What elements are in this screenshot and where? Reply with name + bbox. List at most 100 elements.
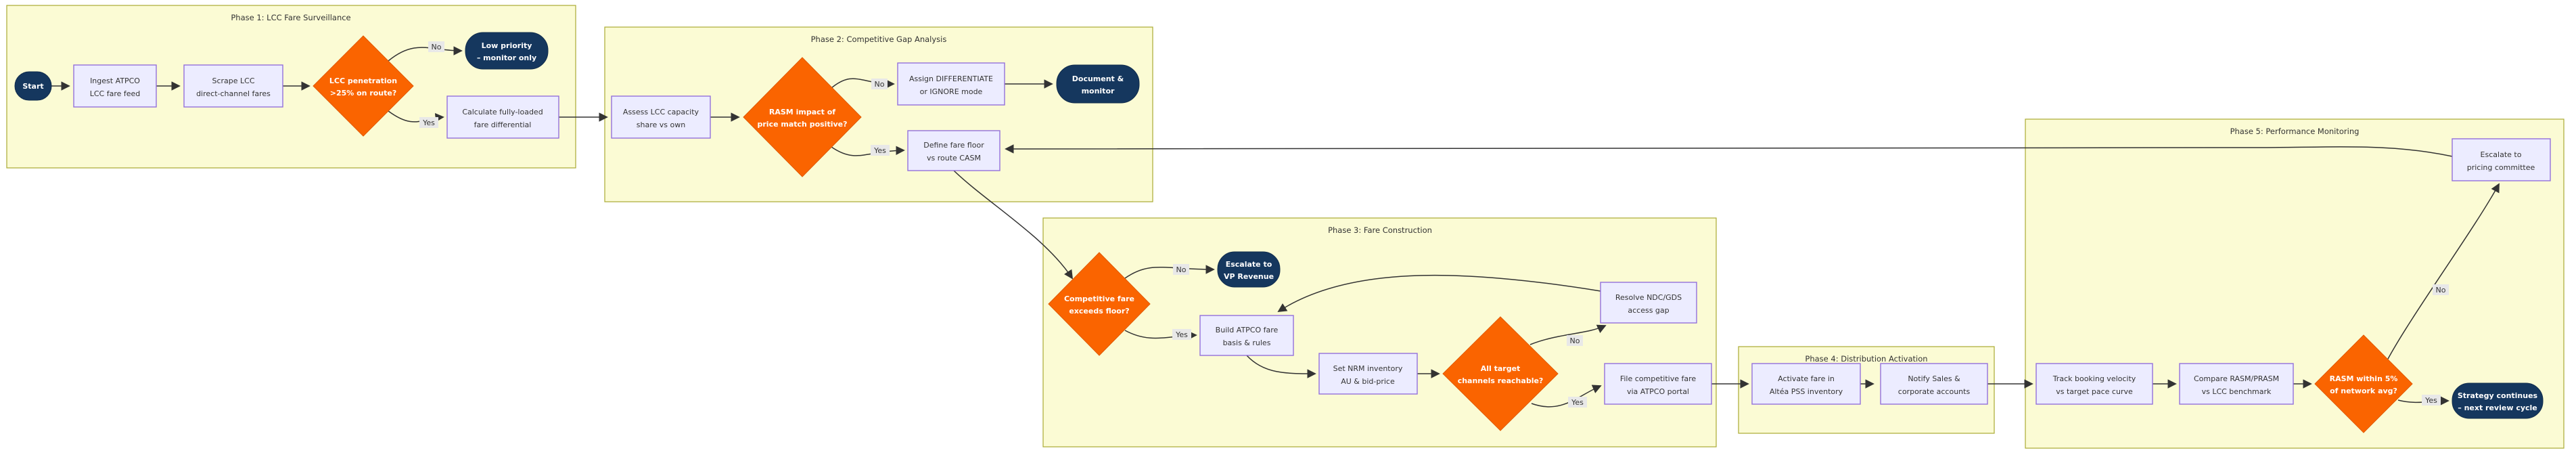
track-velocity-line1: Track booking velocity — [2052, 374, 2136, 383]
scrape-fares-shape — [183, 64, 283, 108]
ingest-feed-line1: Ingest ATPCO — [90, 76, 140, 85]
assign-mode-line2: or IGNORE mode — [920, 87, 983, 96]
escalate-vp-line1: Escalate to — [1226, 260, 1272, 269]
ingest-feed-shape — [73, 64, 157, 108]
strategy-continues-shape — [2452, 383, 2544, 419]
strategy-continues-line2: – next review cycle — [2458, 403, 2537, 412]
node-start: Start — [14, 71, 52, 101]
label-bg — [1567, 335, 1583, 346]
escalate-vp-shape — [1217, 251, 1281, 288]
label-exceeds-yes: Yes — [1172, 329, 1191, 340]
assess-capacity-shape — [611, 95, 711, 139]
node-assign-mode: Assign DIFFERENTIATE or IGNORE mode — [897, 62, 1005, 106]
escalate-committee-line1: Escalate to — [2481, 150, 2522, 159]
node-set-nrm: Set NRM inventory AU & bid-price — [1318, 353, 1418, 395]
label-bg — [1173, 264, 1189, 275]
node-low-priority: Low priority – monitor only — [465, 32, 549, 70]
node-scrape-fares: Scrape LCC direct-channel fares — [183, 64, 283, 108]
node-file-fare: File competitive fare via ATPCO portal — [1604, 363, 1712, 405]
activate-fare-line2: Altéa PSS inventory — [1770, 387, 1843, 396]
node-channels-reachable: All target channels reachable? — [1442, 316, 1559, 431]
compare-rasm-shape — [2179, 363, 2294, 405]
escalate-committee-line2: pricing committee — [2467, 163, 2535, 172]
build-fare-line1: Build ATPCO fare — [1216, 326, 1279, 334]
label-channels-yes: Yes — [1568, 397, 1587, 408]
label-exceeds-no: No — [1173, 264, 1189, 275]
rasm-within-shape — [2314, 334, 2413, 433]
notify-sales-line2: corporate accounts — [1898, 387, 1971, 396]
exceeds-floor-line1: Competitive fare — [1064, 294, 1134, 303]
rasm-impact-line2: price match positive? — [758, 120, 848, 129]
channels-reachable-line2: channels reachable? — [1458, 376, 1544, 385]
label-penetration-no: No — [428, 41, 444, 52]
node-track-velocity: Track booking velocity vs target pace cu… — [2036, 363, 2153, 405]
label-rasmimpact-no: No — [871, 79, 888, 89]
phase-container-3: Phase 3: Fare Construction — [1042, 217, 1717, 447]
resolve-ndc-line2: access gap — [1628, 306, 1669, 315]
rasm-within-line1: RASM within 5% — [2330, 374, 2398, 383]
label-text-no: No — [875, 80, 885, 89]
start-label: Start — [22, 82, 43, 91]
assess-capacity-line2: share vs own — [637, 121, 685, 129]
label-text-no: No — [1176, 265, 1187, 274]
channels-reachable-line1: All target — [1481, 364, 1521, 373]
node-activate-fare: Activate fare in Altéa PSS inventory — [1751, 363, 1861, 405]
exceeds-floor-shape — [1048, 252, 1151, 356]
calc-differential-shape — [446, 95, 559, 139]
channels-reachable-shape — [1442, 316, 1559, 431]
node-calc-differential: Calculate fully-loaded fare differential — [446, 95, 559, 139]
label-bg — [871, 79, 888, 89]
phase-3-box — [1042, 217, 1717, 447]
node-compare-rasm: Compare RASM/PRASM vs LCC benchmark — [2179, 363, 2294, 405]
label-bg — [428, 41, 444, 52]
label-rasmwithin-yes: Yes — [2422, 395, 2441, 406]
track-velocity-shape — [2036, 363, 2153, 405]
node-resolve-ndc: Resolve NDC/GDS access gap — [1600, 282, 1697, 324]
phase-3-title: Phase 3: Fare Construction — [1328, 225, 1432, 235]
label-bg — [2433, 284, 2449, 295]
edge-labels: No Yes No Yes No Yes No Yes — [419, 41, 2449, 408]
label-text-yes: Yes — [422, 118, 435, 127]
escalate-vp-line2: VP Revenue — [1224, 272, 1274, 281]
node-rasm-within: RASM within 5% of network avg? — [2314, 334, 2413, 433]
define-floor-shape — [907, 130, 1001, 171]
label-text-yes: Yes — [1571, 398, 1584, 407]
low-priority-shape — [465, 32, 549, 70]
label-bg — [871, 145, 890, 156]
set-nrm-line2: AU & bid-price — [1341, 377, 1395, 386]
edge-exceeds-no — [1124, 265, 1215, 279]
node-ingest-feed: Ingest ATPCO LCC fare feed — [73, 64, 157, 108]
label-text-no: No — [2436, 286, 2446, 294]
label-rasmimpact-yes: Yes — [871, 145, 890, 156]
document-monitor-shape — [1056, 64, 1140, 104]
label-text-yes: Yes — [873, 146, 886, 155]
node-exceeds-floor: Competitive fare exceeds floor? — [1048, 252, 1151, 356]
ingest-feed-line2: LCC fare feed — [90, 89, 141, 98]
low-priority-line2: – monitor only — [477, 53, 536, 62]
build-fare-shape — [1199, 315, 1294, 356]
calc-differential-line2: fare differential — [474, 121, 532, 129]
set-nrm-line1: Set NRM inventory — [1333, 364, 1403, 373]
resolve-ndc-line1: Resolve NDC/GDS — [1615, 293, 1682, 302]
set-nrm-shape — [1318, 353, 1418, 395]
label-text-yes: Yes — [2424, 396, 2437, 405]
edge-define-exceeds — [953, 170, 1074, 280]
assess-capacity-line1: Assess LCC capacity — [623, 108, 699, 116]
document-monitor-line1: Document & — [1072, 74, 1124, 83]
node-rasm-impact: RASM impact of price match positive? — [743, 57, 862, 177]
phase-1-title: Phase 1: LCC Fare Surveillance — [231, 13, 350, 22]
rasm-within-line2: of network avg? — [2330, 387, 2397, 395]
phase-4-title: Phase 4: Distribution Activation — [1805, 354, 1927, 364]
node-escalate-committee: Escalate to pricing committee — [2452, 138, 2551, 181]
label-rasmwithin-no: No — [2433, 284, 2449, 295]
document-monitor-line2: monitor — [1082, 87, 1115, 95]
notify-sales-shape — [1880, 363, 1988, 405]
phase-2-title: Phase 2: Competitive Gap Analysis — [811, 35, 947, 44]
label-channels-no: No — [1567, 335, 1583, 346]
lcc-penetration-line1: LCC penetration — [329, 76, 397, 85]
exceeds-floor-line2: exceeds floor? — [1069, 307, 1129, 315]
node-document-monitor: Document & monitor — [1056, 64, 1140, 104]
activate-fare-shape — [1751, 363, 1861, 405]
assign-mode-line1: Assign DIFFERENTIATE — [909, 74, 993, 83]
